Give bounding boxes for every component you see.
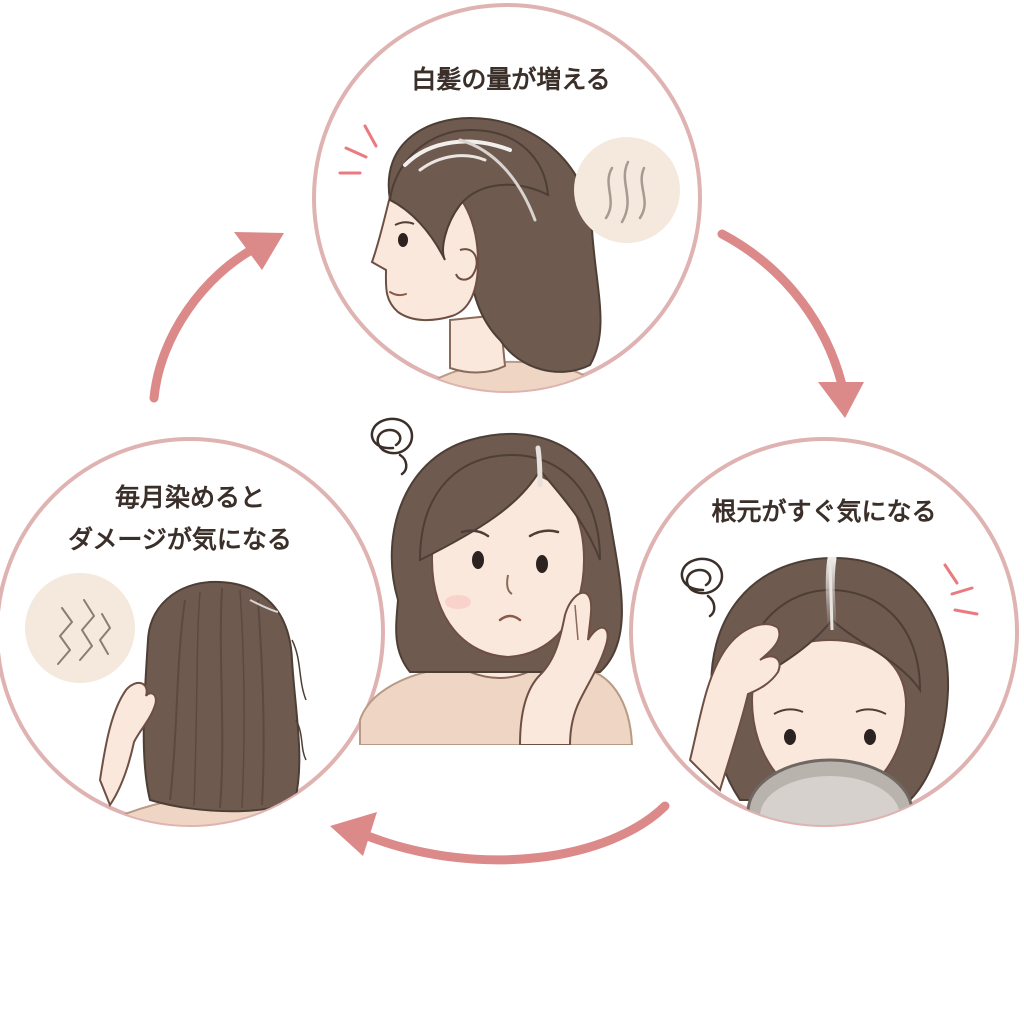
arrow-left-to-top [149,232,284,403]
woman-side-profile-illustration [370,116,606,391]
damaged-hair-strands-icon [25,573,135,683]
alert-marks-icon [943,563,979,616]
cycle-arrows [149,229,864,865]
woman-checking-roots-illustration [688,553,950,825]
worried-woman-center [359,417,634,745]
step-monthly-dye-damage: 毎月染めると ダメージが気になる [0,437,385,827]
woman-back-view-illustration [98,580,331,825]
worry-scribble-icon [680,557,724,618]
step-label: ダメージが気になる [68,525,292,554]
worried-woman-illustration [359,432,634,745]
step-label: 根元がすぐ気になる [711,497,936,526]
worry-scribble-icon [370,417,414,476]
arrow-right-to-left [330,801,670,865]
step-more-gray-hair: 白髪の量が増える [312,3,702,393]
step-roots-noticeable: 根元がすぐ気になる [629,437,1019,827]
step-label: 毎月染めると [115,483,265,512]
alert-marks-icon [338,124,378,175]
step-label: 白髪の量が増える [411,65,610,94]
gray-hair-strands-icon [574,137,680,243]
arrow-top-to-right [717,229,864,418]
